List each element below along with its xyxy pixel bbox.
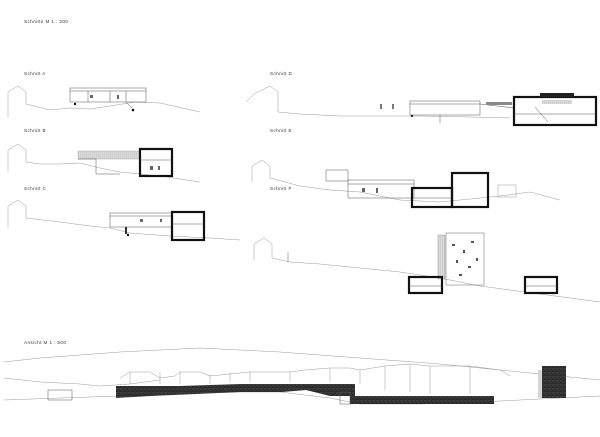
- section-e-drawing: [251, 159, 561, 209]
- section-b-drawing: [7, 143, 201, 183]
- section-f-label: Schnitt F: [270, 186, 292, 191]
- elevation-title: Ansicht M 1 : 500: [24, 340, 67, 345]
- section-a-label: Schnitt A: [24, 71, 46, 76]
- section-d-label: Schnitt D: [270, 71, 293, 76]
- sheet-title: Schnitte M 1 : 200: [24, 19, 69, 24]
- section-c-label: Schnitt C: [24, 186, 47, 191]
- section-d-drawing: [245, 85, 598, 127]
- section-b-label: Schnitt B: [24, 128, 46, 133]
- section-c-drawing: [7, 199, 241, 242]
- section-f-drawing: [253, 232, 600, 303]
- section-a-drawing: [7, 85, 201, 117]
- elevation-drawing: [3, 347, 600, 405]
- section-e-label: Schnitt E: [270, 128, 292, 133]
